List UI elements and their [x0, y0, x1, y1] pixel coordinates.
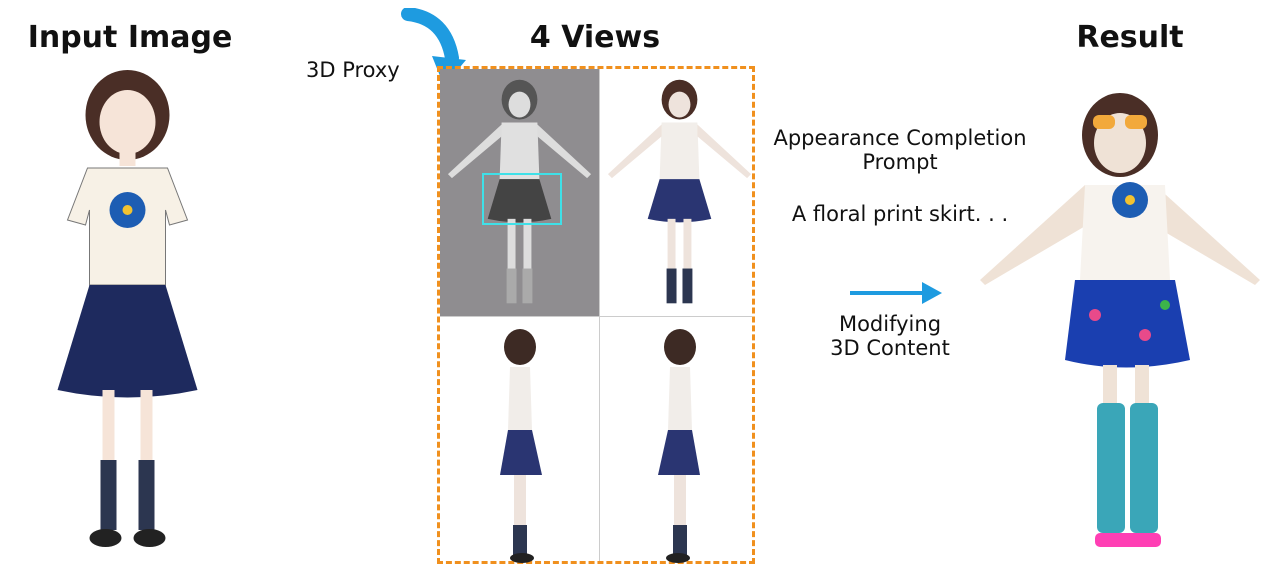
- view-side-right: [600, 317, 759, 564]
- modify-label: Modifying 3D Content: [800, 312, 980, 360]
- view-side-left: [440, 317, 599, 564]
- right-arrow-icon: [850, 282, 942, 304]
- modify-line2: 3D Content: [830, 336, 950, 360]
- prompt-text: A floral print skirt. . .: [791, 202, 1009, 226]
- highlight-box: [482, 173, 562, 225]
- prompt-heading-line1: Appearance Completion: [773, 126, 1027, 150]
- grid-divider-horizontal: [440, 316, 752, 317]
- prompt-heading: Appearance Completion Prompt: [760, 126, 1040, 174]
- prompt-heading-line2: Prompt: [862, 150, 938, 174]
- result-character-image: [980, 93, 1260, 547]
- view-front-proxy: [440, 69, 599, 316]
- view-back: [600, 69, 759, 316]
- four-views-panel: [437, 66, 755, 564]
- input-character-image: [45, 60, 210, 550]
- input-image-title: Input Image: [27, 20, 233, 55]
- sunglasses-icon: [1093, 115, 1115, 129]
- grid-divider-vertical: [599, 69, 600, 561]
- result-title: Result: [1076, 20, 1184, 55]
- proxy-label: 3D Proxy: [306, 58, 400, 82]
- modify-line1: Modifying: [838, 312, 942, 336]
- four-views-title: 4 Views: [529, 20, 661, 55]
